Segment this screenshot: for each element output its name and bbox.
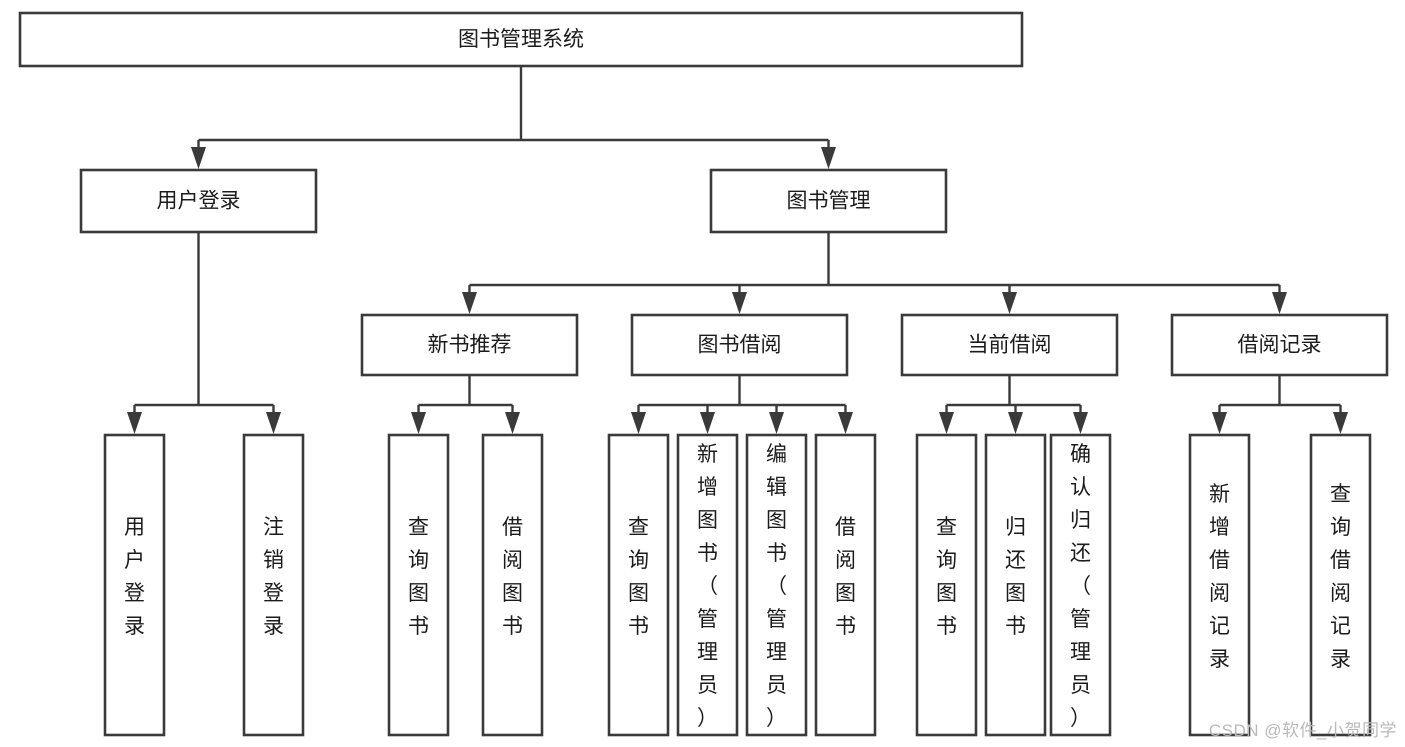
arrow-head-icon [700, 412, 715, 434]
arrow-head-icon [821, 147, 836, 169]
node-label: 图书管理系统 [458, 28, 584, 51]
node-leaf-current-return-book[interactable]: 归还图书 [984, 433, 1047, 737]
node-label: 借阅图书 [502, 516, 523, 638]
node-box [745, 433, 808, 737]
arrow-head-icon [1212, 412, 1227, 434]
connector-group [127, 232, 281, 434]
arrow-head-icon [266, 412, 281, 434]
node-current-borrow[interactable]: 当前借阅 [900, 313, 1119, 377]
arrow-head-icon [838, 412, 853, 434]
node-label: 新增图书（管理员） [697, 443, 718, 730]
node-label: 查询借阅记录 [1330, 483, 1351, 671]
arrow-head-icon [191, 147, 206, 169]
node-box [607, 433, 670, 737]
connector-group [411, 375, 520, 434]
node-label: 编辑图书（管理员） [766, 443, 787, 730]
node-box [79, 168, 318, 234]
node-box [1188, 433, 1251, 737]
node-box [481, 433, 544, 737]
node-label: 查询图书 [936, 516, 957, 638]
node-book-manage[interactable]: 图书管理 [709, 168, 948, 234]
node-label: 新书推荐 [428, 334, 512, 357]
node-leaf-current-query-book[interactable]: 查询图书 [915, 433, 978, 737]
node-label: 当前借阅 [968, 334, 1052, 357]
node-label: 归还图书 [1005, 516, 1026, 638]
arrow-head-icon [411, 412, 426, 434]
node-box [709, 168, 948, 234]
node-book-borrow[interactable]: 图书借阅 [630, 313, 849, 377]
node-label: 图书管理 [787, 190, 871, 213]
arrow-head-icon [505, 412, 520, 434]
node-user-login[interactable]: 用户登录 [79, 168, 318, 234]
node-label: 确认归还（管理员） [1070, 443, 1091, 730]
node-label: 借阅记录 [1238, 334, 1322, 357]
arrow-head-icon [462, 292, 477, 314]
node-leaf-borrow-query-book[interactable]: 查询图书 [607, 433, 670, 737]
node-leaf-user-login[interactable]: 用户登录 [103, 433, 166, 737]
node-label: 用户登录 [157, 190, 241, 213]
node-leaf-current-confirm-return[interactable]: 确认归还（管理员） [1049, 433, 1112, 737]
node-box [387, 433, 450, 737]
arrow-head-icon [939, 412, 954, 434]
node-label: 查询图书 [628, 516, 649, 638]
connector-group [939, 375, 1088, 434]
node-box [676, 433, 739, 737]
node-box [984, 433, 1047, 737]
node-root[interactable]: 图书管理系统 [18, 11, 1024, 68]
node-leaf-rec-borrow-book[interactable]: 借阅图书 [481, 433, 544, 737]
connector-group [1212, 375, 1348, 434]
node-box [915, 433, 978, 737]
connector-group [462, 232, 1287, 314]
arrow-head-icon [631, 412, 646, 434]
node-label: 新增借阅记录 [1209, 483, 1230, 671]
node-leaf-rec-query-book[interactable]: 查询图书 [387, 433, 450, 737]
arrow-head-icon [1073, 412, 1088, 434]
connector-group [631, 375, 853, 434]
node-box [242, 433, 305, 737]
node-new-book-rec[interactable]: 新书推荐 [360, 313, 579, 377]
node-box [1049, 433, 1112, 737]
node-leaf-user-logout[interactable]: 注销登录 [242, 433, 305, 737]
node-box [360, 313, 579, 377]
arrow-head-icon [1333, 412, 1348, 434]
node-label: 注销登录 [263, 516, 284, 638]
node-box [103, 433, 166, 737]
arrow-head-icon [1002, 292, 1017, 314]
node-box [900, 313, 1119, 377]
edge-layer [127, 66, 1348, 434]
node-leaf-record-query[interactable]: 查询借阅记录 [1309, 433, 1372, 737]
arrow-head-icon [732, 292, 747, 314]
arrow-head-icon [127, 412, 142, 434]
node-box [630, 313, 849, 377]
node-leaf-record-add[interactable]: 新增借阅记录 [1188, 433, 1251, 737]
node-leaf-borrow-borrow-book[interactable]: 借阅图书 [814, 433, 877, 737]
connector-group [191, 66, 836, 169]
node-borrow-record[interactable]: 借阅记录 [1170, 313, 1389, 377]
node-box [814, 433, 877, 737]
arrow-head-icon [1272, 292, 1287, 314]
node-label: 用户登录 [124, 516, 145, 638]
node-box [18, 11, 1024, 68]
node-label: 图书借阅 [698, 334, 782, 357]
node-label: 查询图书 [408, 516, 429, 638]
node-box [1309, 433, 1372, 737]
node-label: 借阅图书 [835, 516, 856, 638]
arrow-head-icon [1008, 412, 1023, 434]
node-box [1170, 313, 1389, 377]
node-leaf-borrow-edit-book[interactable]: 编辑图书（管理员） [745, 433, 808, 737]
arrow-head-icon [769, 412, 784, 434]
node-leaf-borrow-add-book[interactable]: 新增图书（管理员） [676, 433, 739, 737]
node-layer: 图书管理系统用户登录图书管理新书推荐图书借阅当前借阅借阅记录用户登录注销登录查询… [18, 11, 1389, 737]
